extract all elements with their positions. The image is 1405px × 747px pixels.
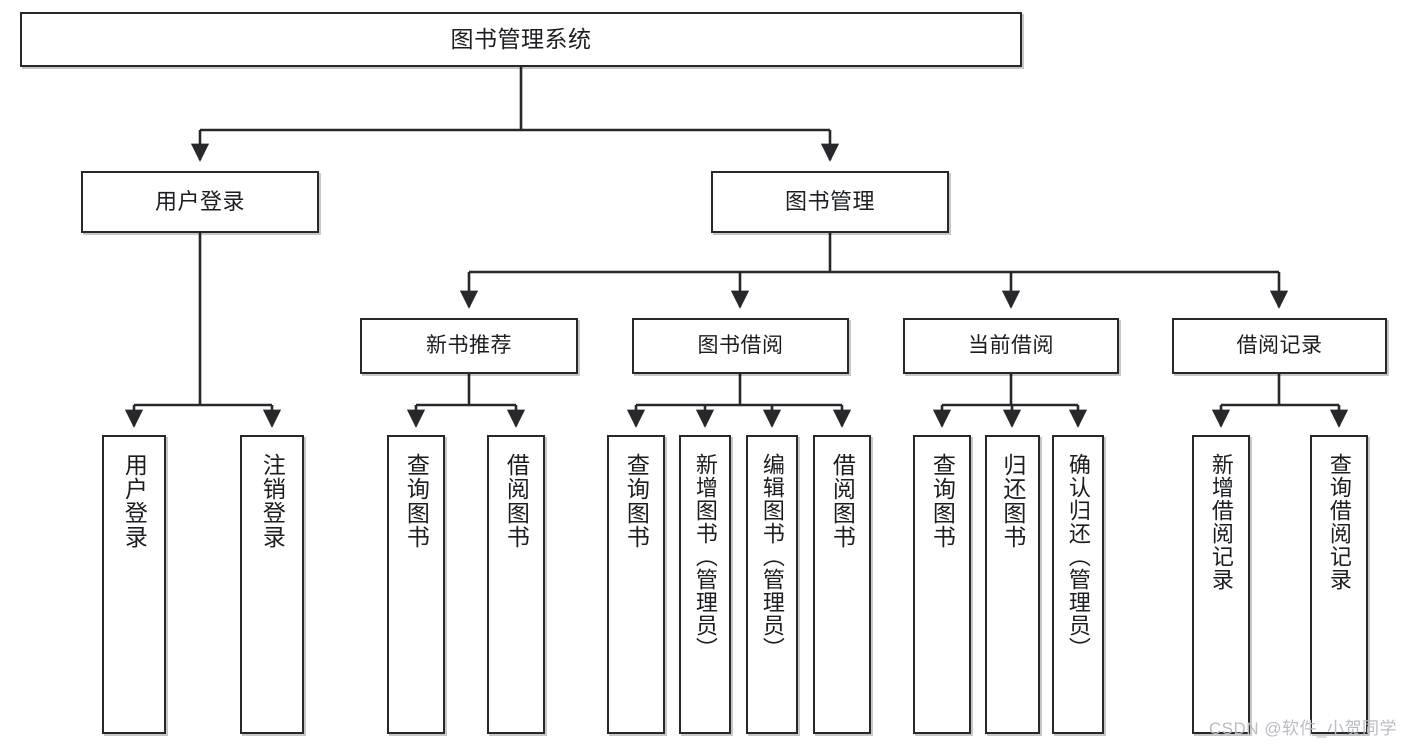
node-new-book-rec-label: 新书推荐 — [426, 333, 512, 357]
node-borrow-record[interactable]: 借阅记录 — [1172, 318, 1387, 374]
node-leaf-return-book-label: 归还图书 — [999, 453, 1026, 549]
node-leaf-logout-label: 注销登录 — [259, 453, 286, 549]
node-current-borrow[interactable]: 当前借阅 — [903, 318, 1119, 374]
node-leaf-borrow-book-2-label: 借阅图书 — [829, 453, 856, 549]
node-book-manage[interactable]: 图书管理 — [711, 171, 949, 233]
node-leaf-borrow-book-1[interactable]: 借阅图书 — [487, 435, 545, 734]
node-user-login[interactable]: 用户登录 — [81, 171, 319, 233]
node-current-borrow-label: 当前借阅 — [968, 333, 1054, 357]
node-leaf-add-book-label: 新增图书（管理员） — [692, 453, 718, 660]
csdn-watermark: CSDN @软件_小贺同学 — [1208, 719, 1397, 738]
node-leaf-query-book-3-label: 查询图书 — [929, 453, 956, 549]
node-leaf-query-book-3[interactable]: 查询图书 — [913, 435, 971, 734]
node-new-book-rec[interactable]: 新书推荐 — [360, 318, 578, 374]
node-leaf-confirm-return[interactable]: 确认归还（管理员） — [1052, 435, 1104, 734]
node-book-borrow[interactable]: 图书借阅 — [632, 318, 849, 374]
node-root[interactable]: 图书管理系统 — [20, 12, 1022, 67]
node-leaf-borrow-book-1-label: 借阅图书 — [503, 453, 530, 549]
node-leaf-user-login[interactable]: 用户登录 — [102, 435, 166, 734]
node-leaf-return-book[interactable]: 归还图书 — [985, 435, 1040, 734]
node-leaf-add-record-label: 新增借阅记录 — [1208, 453, 1234, 591]
node-borrow-record-label: 借阅记录 — [1236, 333, 1323, 357]
node-leaf-borrow-book-2[interactable]: 借阅图书 — [813, 435, 871, 734]
node-leaf-add-book[interactable]: 新增图书（管理员） — [679, 435, 731, 734]
node-leaf-query-book-1[interactable]: 查询图书 — [387, 435, 445, 734]
node-leaf-edit-book-label: 编辑图书（管理员） — [759, 453, 785, 660]
node-leaf-user-login-label: 用户登录 — [121, 453, 148, 549]
node-leaf-logout[interactable]: 注销登录 — [240, 435, 304, 734]
node-leaf-confirm-return-label: 确认归还（管理员） — [1065, 453, 1091, 660]
node-leaf-add-record[interactable]: 新增借阅记录 — [1192, 435, 1250, 734]
node-book-manage-label: 图书管理 — [784, 189, 875, 215]
node-leaf-edit-book[interactable]: 编辑图书（管理员） — [746, 435, 798, 734]
node-leaf-query-book-2[interactable]: 查询图书 — [607, 435, 665, 734]
node-leaf-query-record-label: 查询借阅记录 — [1326, 453, 1352, 591]
node-leaf-query-book-2-label: 查询图书 — [623, 453, 650, 549]
node-user-login-label: 用户登录 — [154, 189, 245, 215]
node-root-label: 图书管理系统 — [450, 26, 592, 53]
node-leaf-query-record[interactable]: 查询借阅记录 — [1310, 435, 1368, 734]
node-book-borrow-label: 图书借阅 — [697, 333, 784, 357]
node-leaf-query-book-1-label: 查询图书 — [403, 453, 430, 549]
